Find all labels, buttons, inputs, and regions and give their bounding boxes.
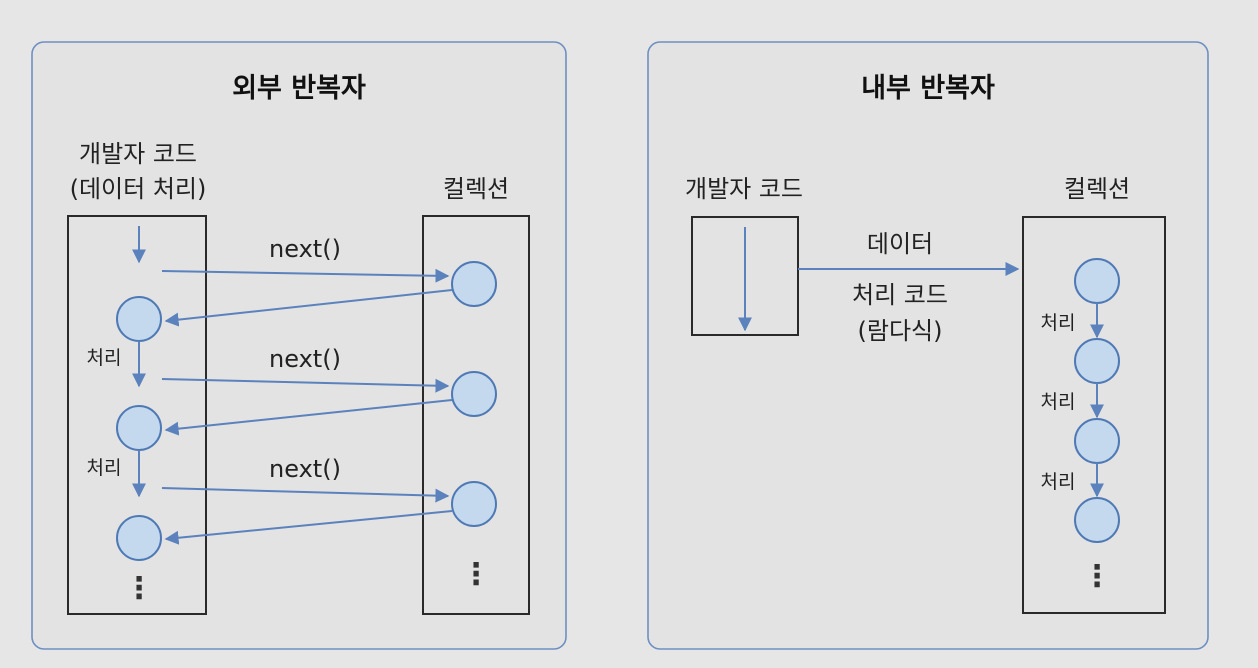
internal-panel-frame bbox=[647, 41, 1209, 650]
return-arrow-2 bbox=[164, 399, 453, 436]
internal-item-2 bbox=[1074, 338, 1120, 384]
dev-item-2 bbox=[116, 405, 162, 451]
lambda-label-line1: 데이터 bbox=[867, 230, 933, 258]
dev-item-1 bbox=[116, 296, 162, 342]
internal-title: 내부 반복자 bbox=[861, 73, 995, 104]
lambda-label-line2: 처리 코드 bbox=[852, 281, 948, 309]
internal-item-1 bbox=[1074, 258, 1120, 304]
external-title: 외부 반복자 bbox=[232, 73, 366, 104]
internal-process-label-1: 처리 bbox=[1041, 312, 1076, 334]
process-label-1: 처리 bbox=[87, 347, 122, 369]
collection-item-1 bbox=[451, 261, 497, 307]
next-arrow-3 bbox=[161, 487, 450, 503]
external-panel-frame bbox=[31, 41, 567, 650]
external-dev-ellipsis: ⋮ bbox=[124, 571, 154, 606]
next-label-3: next() bbox=[269, 455, 341, 483]
external-dev-code-sublabel: (데이터 처리) bbox=[70, 175, 207, 203]
internal-dev-code-box bbox=[691, 216, 799, 336]
internal-item-4 bbox=[1074, 497, 1120, 543]
next-label-2: next() bbox=[269, 345, 341, 373]
collection-item-2 bbox=[451, 371, 497, 417]
external-collection-ellipsis: ⋮ bbox=[461, 557, 491, 592]
external-dev-code-label: 개발자 코드 bbox=[79, 140, 197, 168]
internal-iterator-panel: 내부 반복자 개발자 코드 컬렉션 데이터 처리 코드 (람다식) 처리 처리 … bbox=[647, 41, 1209, 650]
internal-item-3 bbox=[1074, 418, 1120, 464]
return-arrow-1 bbox=[164, 289, 453, 327]
next-arrow-1 bbox=[161, 268, 450, 283]
external-dev-code-box bbox=[67, 215, 207, 615]
return-arrow-3 bbox=[164, 510, 453, 545]
internal-collection-box bbox=[1022, 216, 1166, 614]
external-collection-box bbox=[422, 215, 530, 615]
process-label-2: 처리 bbox=[87, 457, 122, 479]
internal-process-label-2: 처리 bbox=[1041, 391, 1076, 413]
internal-dev-code-label: 개발자 코드 bbox=[685, 175, 803, 203]
external-collection-label: 컬렉션 bbox=[443, 175, 509, 203]
internal-collection-label: 컬렉션 bbox=[1064, 175, 1130, 203]
collection-item-3 bbox=[451, 481, 497, 527]
internal-process-label-3: 처리 bbox=[1041, 471, 1076, 493]
lambda-label-line3: (람다식) bbox=[858, 317, 943, 345]
external-iterator-panel: 외부 반복자 개발자 코드 (데이터 처리) 컬렉션 next() next()… bbox=[31, 41, 567, 650]
dev-item-3 bbox=[116, 515, 162, 561]
next-arrow-2 bbox=[161, 378, 450, 393]
internal-collection-ellipsis: ⋮ bbox=[1082, 559, 1112, 594]
next-label-1: next() bbox=[269, 235, 341, 263]
